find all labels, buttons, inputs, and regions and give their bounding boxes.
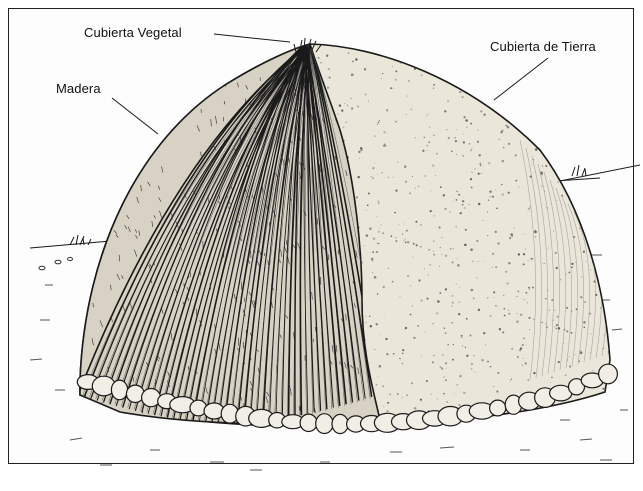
grass-tuft-left bbox=[70, 235, 91, 245]
label-cubierta-tierra: Cubierta de Tierra bbox=[490, 39, 596, 54]
leader-vegetal bbox=[214, 34, 290, 42]
leader-tierra bbox=[494, 58, 548, 100]
grass-tuft-right bbox=[572, 165, 586, 176]
label-cubierta-vegetal: Cubierta Vegetal bbox=[84, 25, 182, 40]
label-madera: Madera bbox=[56, 81, 101, 96]
leader-madera bbox=[112, 98, 158, 134]
